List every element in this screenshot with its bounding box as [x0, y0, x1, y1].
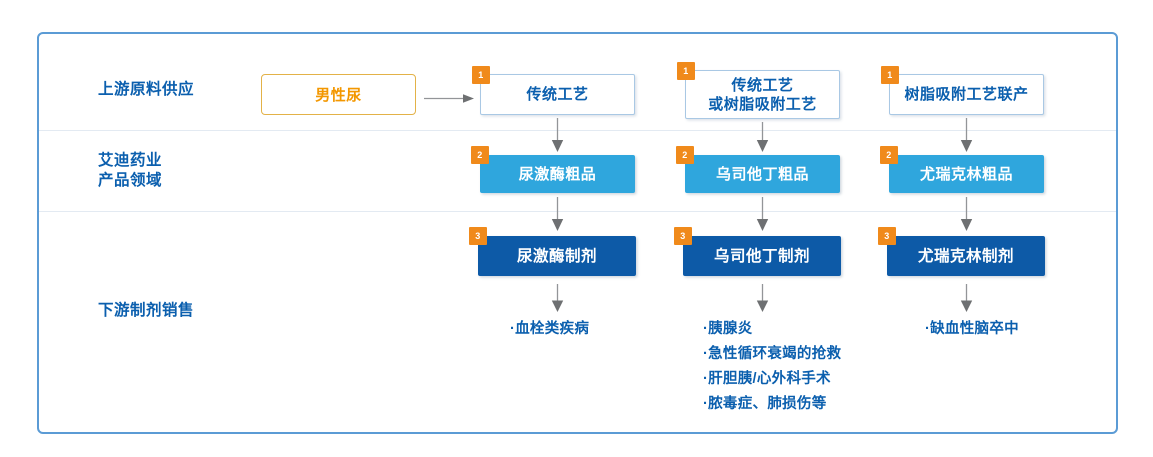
process-node-col2-label: 传统工艺 或树脂吸附工艺 — [708, 76, 817, 113]
crude-node-col2[interactable]: 2 乌司他丁粗品 — [676, 146, 840, 193]
indication-item: ·血栓类疾病 — [510, 321, 590, 337]
badge-number-col2-product: 3 — [674, 227, 692, 245]
source-node-male-urine[interactable]: 男性尿 — [261, 74, 416, 115]
band-divider-midstream — [39, 211, 1116, 212]
down-arrow-icon-col2-b — [756, 197, 769, 231]
indication-item: ·缺血性脑卒中 — [925, 321, 1019, 337]
down-arrow-icon-col3-b — [960, 197, 973, 231]
product-node-col2[interactable]: 3 乌司他丁制剂 — [674, 227, 841, 276]
indication-item: ·脓毒症、肺损伤等 — [703, 396, 827, 412]
down-arrow-icon-col1-c — [551, 284, 564, 312]
down-arrow-icon-col2-a — [756, 122, 769, 152]
indication-item: ·胰腺炎 — [703, 321, 753, 337]
down-arrow-icon-col2-c — [756, 284, 769, 312]
crude-node-col3[interactable]: 2 尤瑞克林粗品 — [880, 146, 1044, 193]
right-arrow-icon — [424, 94, 474, 103]
crude-node-col3-label: 尤瑞克林粗品 — [919, 165, 1013, 183]
badge-number-col1-process: 1 — [472, 66, 490, 84]
product-node-col3-label: 尤瑞克林制剂 — [917, 247, 1014, 265]
crude-node-col2-label: 乌司他丁粗品 — [715, 165, 809, 183]
indication-item: ·肝胆胰/心外科手术 — [703, 371, 831, 387]
down-arrow-icon-col3-a — [960, 118, 973, 152]
indication-item: ·急性循环衰竭的抢救 — [703, 346, 842, 362]
process-node-col2[interactable]: 1 传统工艺 或树脂吸附工艺 — [677, 62, 840, 119]
badge-number-col3-crude: 2 — [880, 146, 898, 164]
process-node-col3-label: 树脂吸附工艺联产 — [904, 86, 1029, 103]
down-arrow-icon-col1-b — [551, 197, 564, 231]
badge-number-col2-crude: 2 — [676, 146, 694, 164]
badge-number-col2-process: 1 — [677, 62, 695, 80]
crude-node-col1-label: 尿激酶粗品 — [518, 165, 597, 183]
process-node-col1[interactable]: 1 传统工艺 — [472, 66, 635, 115]
badge-number-col3-product: 3 — [878, 227, 896, 245]
product-node-col3[interactable]: 3 尤瑞克林制剂 — [878, 227, 1045, 276]
product-node-col1[interactable]: 3 尿激酶制剂 — [469, 227, 636, 276]
row-label-company-products: 艾迪药业 产品领域 — [98, 152, 163, 189]
indications-col3: ·缺血性脑卒中 — [925, 317, 1019, 342]
process-node-col3[interactable]: 1 树脂吸附工艺联产 — [881, 66, 1044, 115]
indications-col2: ·胰腺炎 ·急性循环衰竭的抢救 ·肝胆胰/心外科手术 ·脓毒症、肺损伤等 — [703, 317, 841, 417]
badge-number-col1-product: 3 — [469, 227, 487, 245]
source-node-label: 男性尿 — [315, 87, 362, 104]
badge-number-col1-crude: 2 — [471, 146, 489, 164]
product-node-col2-label: 乌司他丁制剂 — [713, 247, 810, 265]
product-node-col1-label: 尿激酶制剂 — [516, 247, 597, 265]
process-node-col1-label: 传统工艺 — [526, 86, 589, 103]
row-label-upstream: 上游原料供应 — [98, 81, 195, 98]
down-arrow-icon-col3-c — [960, 284, 973, 312]
band-divider-upstream — [39, 130, 1116, 131]
indications-col1: ·血栓类疾病 — [510, 317, 589, 342]
crude-node-col1[interactable]: 2 尿激酶粗品 — [471, 146, 635, 193]
badge-number-col3-process: 1 — [881, 66, 899, 84]
down-arrow-icon-col1-a — [551, 118, 564, 152]
row-label-downstream: 下游制剂销售 — [98, 302, 195, 319]
